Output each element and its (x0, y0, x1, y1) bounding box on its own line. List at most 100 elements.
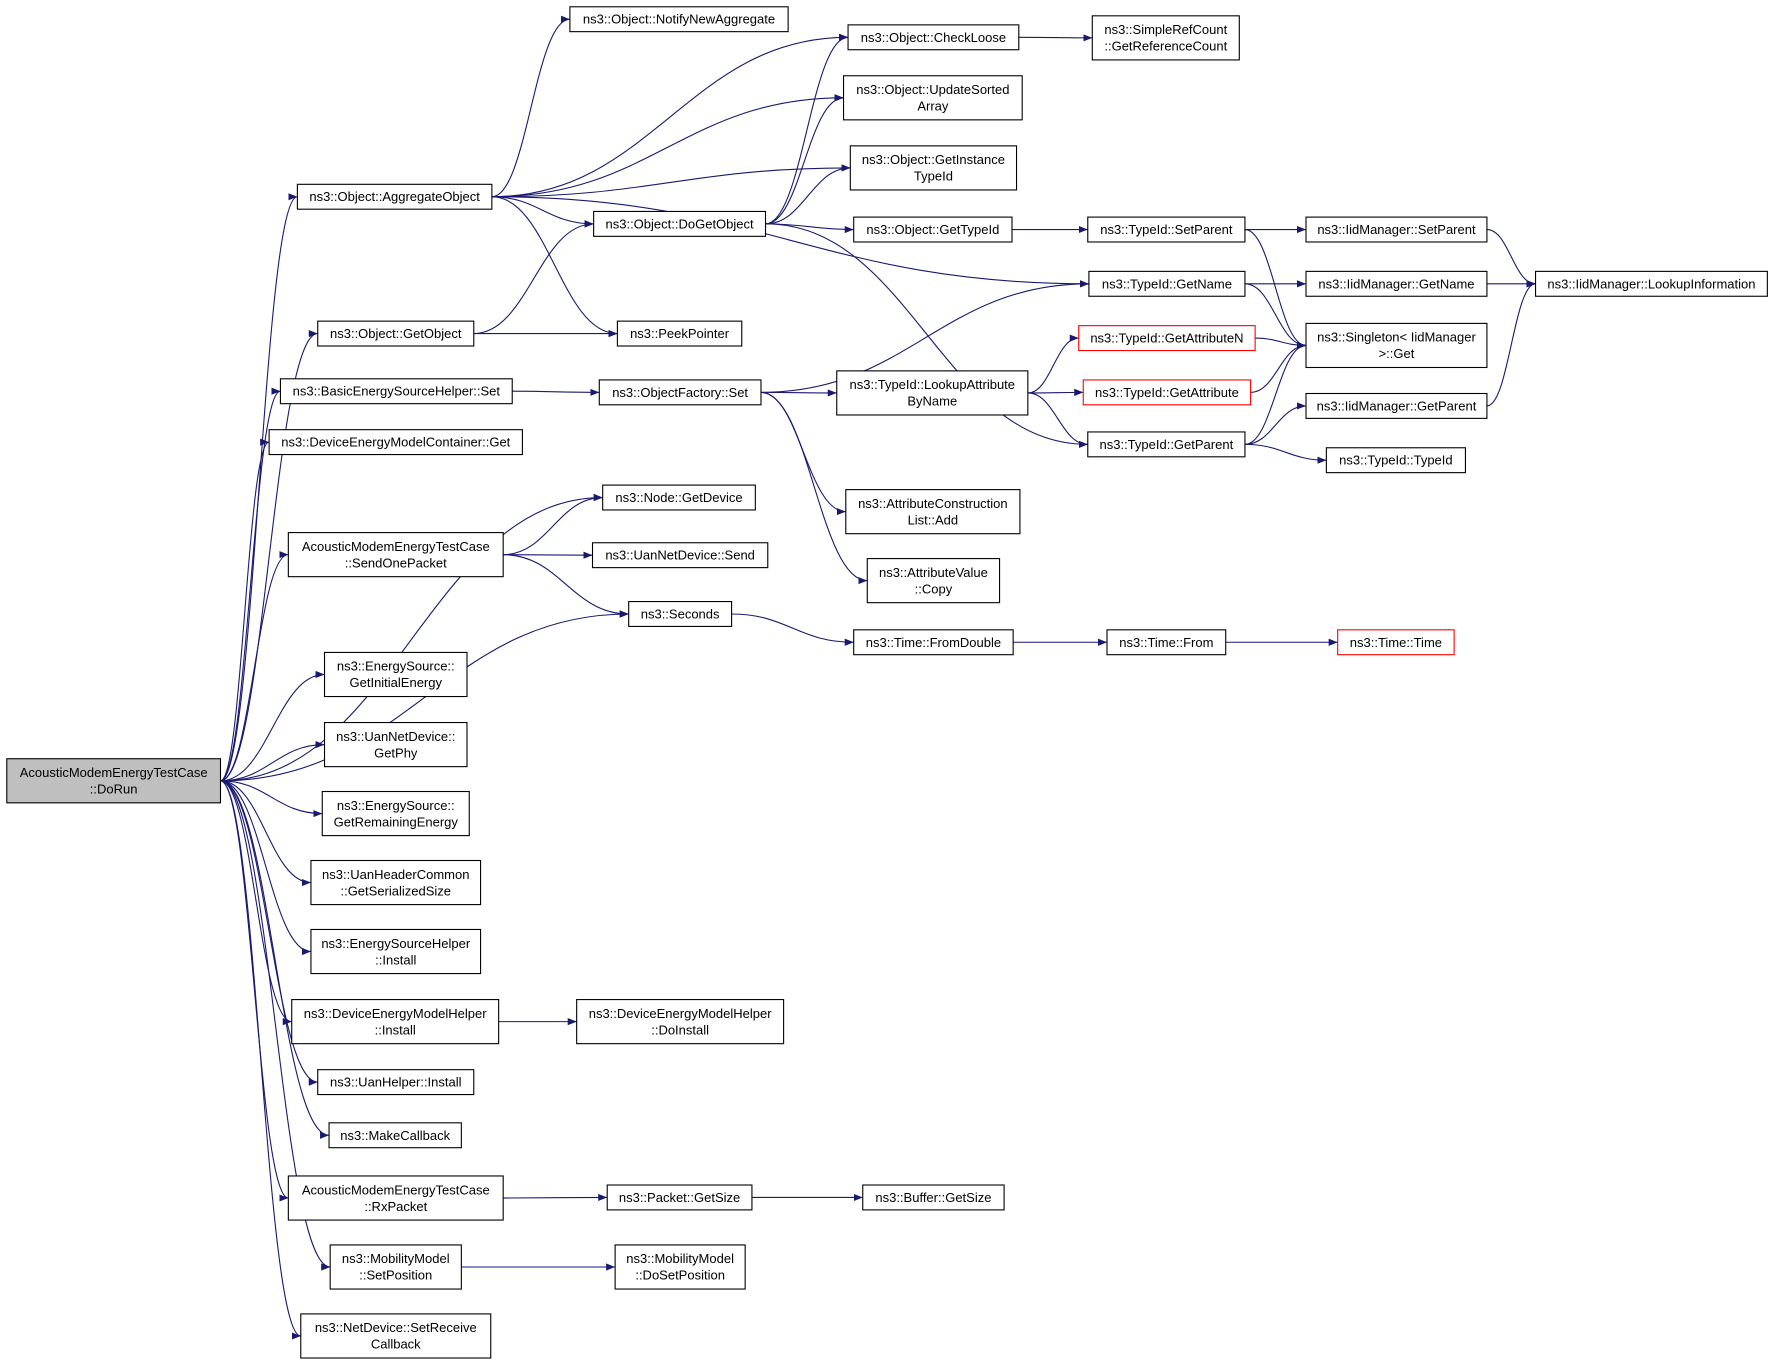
node-nodegetdevice[interactable]: ns3::Node::GetDevice (602, 484, 756, 511)
node-label: ns3::EnergySourceHelper (321, 936, 471, 951)
edge-lookupattr-to-getattr (1027, 388, 1084, 396)
node-box (317, 320, 475, 347)
node-aggregate[interactable]: ns3::Object::AggregateObject (296, 183, 493, 210)
node-label: AcousticModemEnergyTestCase (302, 1182, 490, 1197)
node-tidsetparent[interactable]: ns3::TypeId::SetParent (1087, 216, 1246, 243)
node-box (1078, 325, 1256, 352)
node-label: ::SendOnePacket (345, 555, 447, 570)
node-label: ::DoRun (90, 782, 138, 797)
node-label: GetRemainingEnergy (334, 814, 459, 829)
node-tidtypeid[interactable]: ns3::TypeId::TypeId (1325, 447, 1466, 474)
node-box (6, 758, 222, 804)
node-label: ns3::Singleton< IidManager (1317, 330, 1476, 345)
edge-dorun-to-seconds (220, 610, 629, 782)
edge-dorun-to-makecallback (220, 780, 330, 1139)
node-label: ns3::DeviceEnergyModelHelper (304, 1006, 487, 1021)
edge-aggregate-to-peekpointer (491, 196, 618, 338)
edge-dorun-to-getinitial (220, 670, 325, 782)
node-box (616, 320, 743, 347)
node-label: List::Add (908, 512, 959, 527)
node-box (310, 928, 482, 975)
node-dogetobject[interactable]: ns3::Object::DoGetObject (593, 210, 767, 237)
edge-dorun-to-sendone (220, 551, 289, 782)
node-refcount[interactable]: ns3::SimpleRefCount::GetReferenceCount (1091, 15, 1240, 61)
node-singleton[interactable]: ns3::Singleton< IidManager>::Get (1305, 322, 1488, 369)
node-box (310, 859, 482, 906)
node-box (317, 1069, 475, 1096)
node-getattr[interactable]: ns3::TypeId::GetAttribute (1082, 379, 1252, 406)
node-demhinstall[interactable]: ns3::DeviceEnergyModelHelper::Install (291, 999, 500, 1045)
node-box (628, 601, 733, 627)
node-attrcopy[interactable]: ns3::AttributeValue::Copy (866, 558, 1001, 604)
node-timetime[interactable]: ns3::Time::Time (1337, 629, 1455, 656)
node-label: ::DoInstall (651, 1022, 709, 1037)
node-dorun[interactable]: AcousticModemEnergyTestCase::DoRun (6, 758, 222, 804)
node-box (268, 429, 523, 456)
edge-dogetobject-to-updatesorted (765, 94, 844, 225)
node-factoryset[interactable]: ns3::ObjectFactory::Set (598, 379, 762, 406)
node-notify[interactable]: ns3::Object::NotifyNewAggregate (569, 6, 789, 33)
node-box (569, 6, 789, 33)
node-uaninstall[interactable]: ns3::UanHelper::Install (317, 1069, 475, 1096)
node-label: ns3::MobilityModel (626, 1251, 734, 1266)
node-box (1534, 270, 1768, 297)
edge-basicset-to-factoryset (512, 388, 600, 396)
node-label: ns3::Object::GetTypeId (866, 222, 999, 237)
node-iidgetname[interactable]: ns3::IidManager::GetName (1305, 270, 1488, 297)
node-box (598, 379, 762, 406)
node-box (321, 790, 470, 837)
node-iidsetparent[interactable]: ns3::IidManager::SetParent (1305, 216, 1488, 243)
node-packetgetsize[interactable]: ns3::Packet::GetSize (606, 1184, 753, 1211)
edge-dorun-to-setreceive (220, 780, 301, 1340)
node-setposition[interactable]: ns3::MobilityModel::SetPosition (329, 1244, 462, 1290)
node-lookupinfo[interactable]: ns3::IidManager::LookupInformation (1534, 270, 1768, 297)
edge-dorun-to-getremaining (220, 780, 323, 818)
edge-sendone-to-nodegetdevice (503, 493, 603, 556)
node-tidgetname[interactable]: ns3::TypeId::GetName (1088, 270, 1246, 297)
node-tidgetparent[interactable]: ns3::TypeId::GetParent (1087, 431, 1246, 458)
node-box (287, 1175, 504, 1221)
node-getphy[interactable]: ns3::UanNetDevice::GetPhy (323, 721, 468, 768)
node-fromdouble[interactable]: ns3::Time::FromDouble (853, 629, 1014, 656)
edge-factoryset-to-attrcopy (760, 391, 868, 585)
node-label: ns3::Packet::GetSize (619, 1190, 740, 1205)
node-timefrom[interactable]: ns3::Time::From (1106, 629, 1227, 656)
node-uansend[interactable]: ns3::UanNetDevice::Send (591, 542, 769, 569)
node-iidgetparent[interactable]: ns3::IidManager::GetParent (1305, 392, 1488, 419)
edge-dorun-to-getphy (220, 740, 325, 782)
edge-dorun-to-rxpacket (220, 780, 289, 1202)
edge-getobject-to-dogetobject (473, 220, 594, 335)
node-getremaining[interactable]: ns3::EnergySource::GetRemainingEnergy (321, 790, 470, 837)
node-eshinstall[interactable]: ns3::EnergySourceHelper::Install (310, 928, 482, 975)
node-objgettypeid[interactable]: ns3::Object::GetTypeId (853, 216, 1013, 243)
node-getinitial[interactable]: ns3::EnergySource::GetInitialEnergy (323, 651, 468, 698)
node-dosetposition[interactable]: ns3::MobilityModel::DoSetPosition (614, 1244, 746, 1290)
node-demhdoinstall[interactable]: ns3::DeviceEnergyModelHelper::DoInstall (576, 999, 785, 1045)
node-peekpointer[interactable]: ns3::PeekPointer (616, 320, 743, 347)
node-label: ns3::TypeId::SetParent (1100, 222, 1233, 237)
node-devcontget[interactable]: ns3::DeviceEnergyModelContainer::Get (268, 429, 523, 456)
node-label: ns3::IidManager::GetParent (1317, 398, 1477, 413)
node-buffergetsize[interactable]: ns3::Buffer::GetSize (862, 1184, 1005, 1211)
node-getobject[interactable]: ns3::Object::GetObject (317, 320, 475, 347)
node-seconds[interactable]: ns3::Seconds (628, 601, 733, 627)
node-box (591, 542, 769, 569)
node-checkloose[interactable]: ns3::Object::CheckLoose (847, 24, 1020, 51)
node-serialized[interactable]: ns3::UanHeaderCommon::GetSerializedSize (310, 859, 482, 906)
node-rxpacket[interactable]: AcousticModemEnergyTestCase::RxPacket (287, 1175, 504, 1221)
edge-sendone-to-uansend (503, 551, 593, 559)
node-getattrn[interactable]: ns3::TypeId::GetAttributeN (1078, 325, 1256, 352)
node-label: ::GetSerializedSize (340, 883, 451, 898)
node-box (1305, 392, 1488, 419)
node-makecallback[interactable]: ns3::MakeCallback (328, 1122, 462, 1149)
node-box (845, 489, 1021, 535)
node-box (1088, 270, 1246, 297)
node-sendone[interactable]: AcousticModemEnergyTestCase::SendOnePack… (287, 532, 504, 578)
node-basicset[interactable]: ns3::BasicEnergySourceHelper::Set (279, 378, 513, 405)
node-layer: AcousticModemEnergyTestCase::DoRun ns3::O… (6, 6, 1768, 1359)
